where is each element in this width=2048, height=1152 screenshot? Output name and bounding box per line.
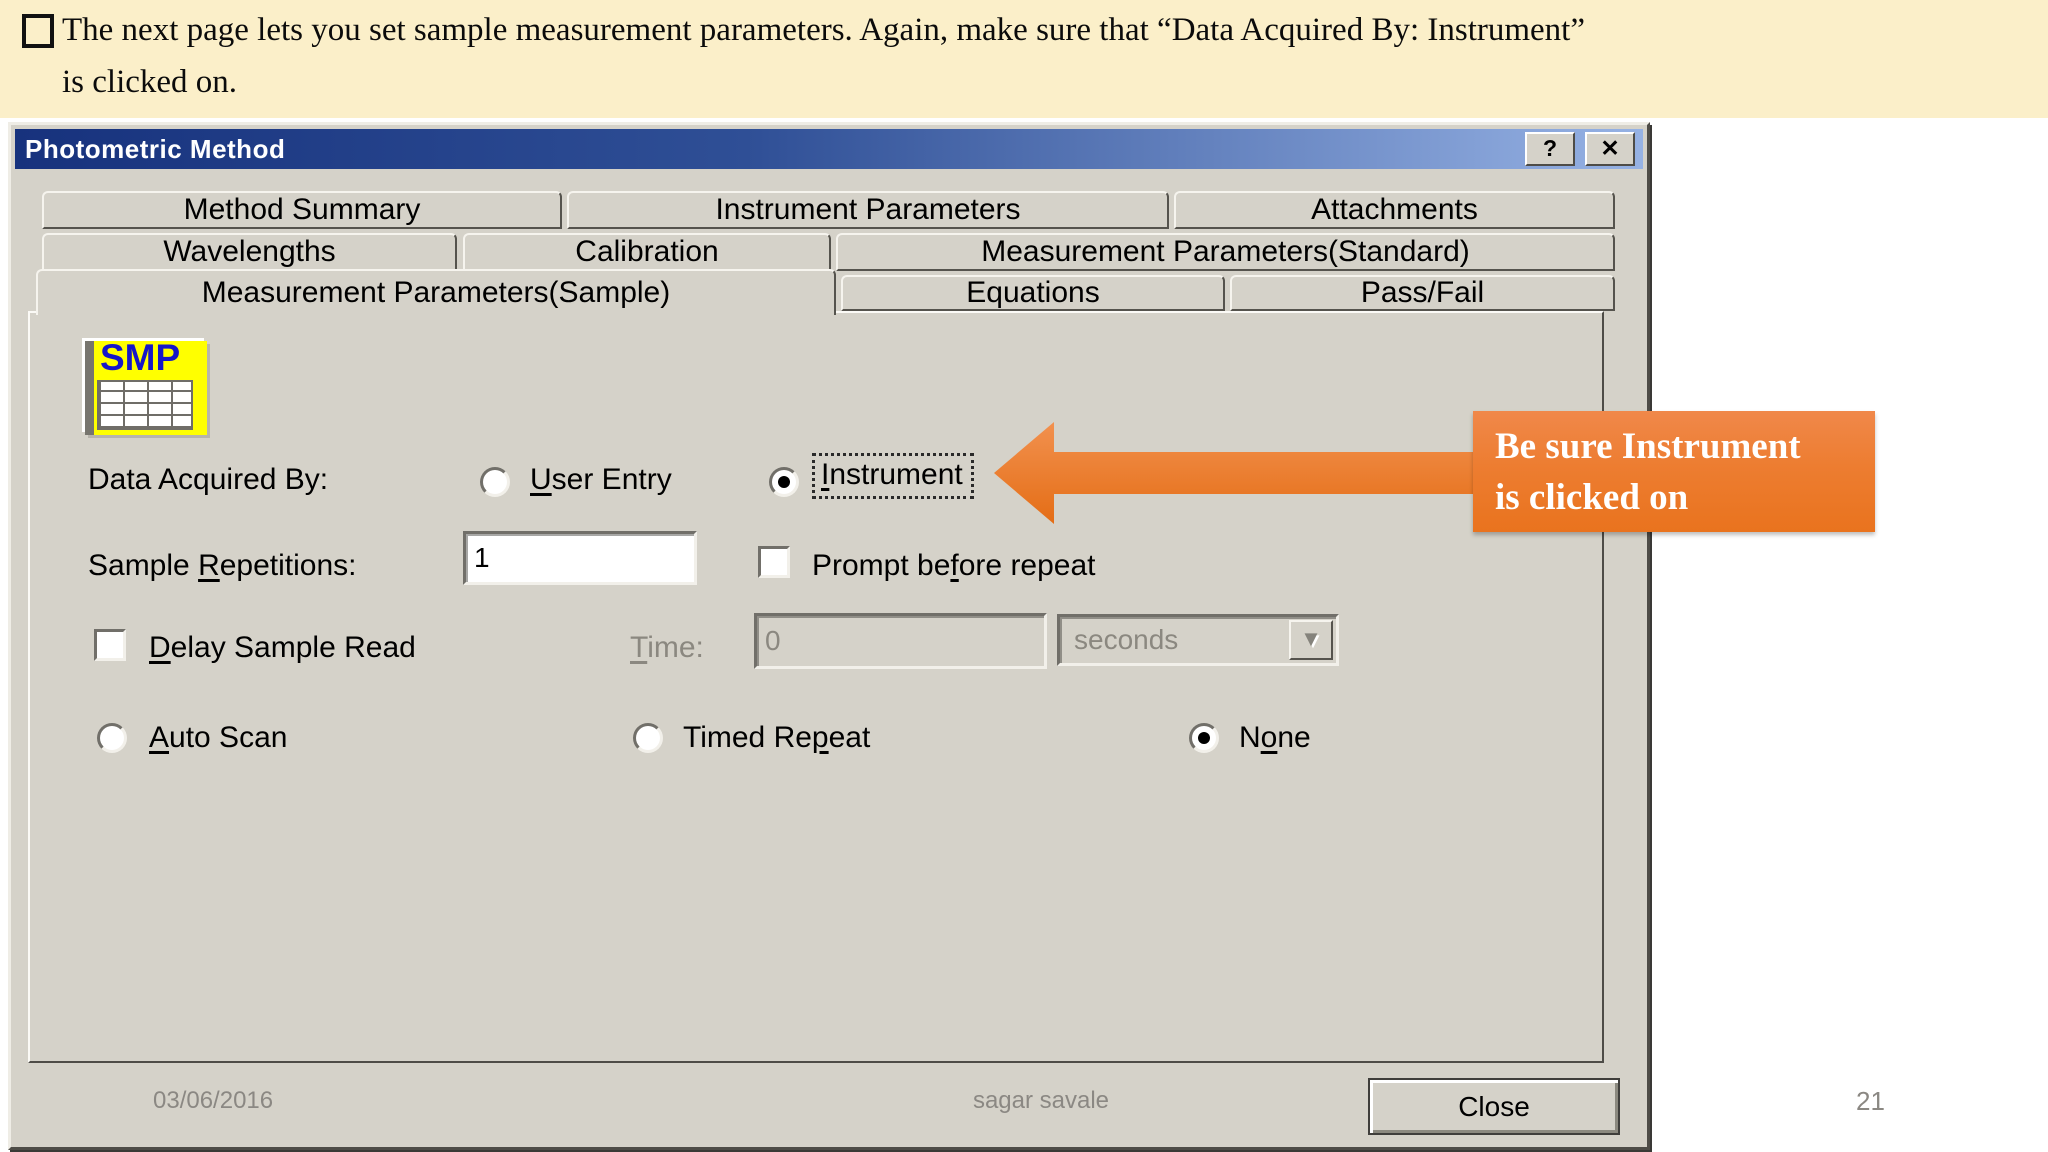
instrument-radio[interactable]: [769, 467, 799, 497]
radio-dot: [1198, 732, 1210, 744]
banner-text-line1: The next page lets you set sample measur…: [62, 12, 1585, 48]
callout-arrow-icon: [994, 422, 1482, 524]
tab-instrument-parameters[interactable]: Instrument Parameters: [567, 191, 1169, 229]
tab-calibration[interactable]: Calibration: [463, 233, 831, 271]
smp-icon-grid: [97, 380, 193, 430]
dropdown-arrow-button[interactable]: ▼: [1289, 620, 1333, 660]
instruction-banner: The next page lets you set sample measur…: [0, 0, 2048, 118]
time-input[interactable]: [754, 613, 1047, 669]
smp-table-icon: SMP: [85, 337, 207, 435]
none-label: None: [1239, 721, 1311, 754]
dialog-titlebar: Photometric Method ? ✕: [15, 129, 1643, 169]
smp-icon-edge: [85, 341, 94, 435]
time-unit-value: seconds: [1074, 624, 1179, 655]
callout-box: Be sure Instrument is clicked on: [1473, 411, 1875, 532]
footer-date: 03/06/2016: [153, 1087, 274, 1114]
sample-repetitions-input[interactable]: [463, 531, 697, 585]
smp-icon-label: SMP: [100, 337, 181, 378]
footer-author: sagar savale: [972, 1087, 1110, 1114]
user-entry-label: User Entry: [530, 463, 672, 496]
prompt-before-repeat-checkbox[interactable]: [758, 546, 790, 578]
instrument-label-focus[interactable]: Instrument: [812, 453, 974, 499]
banner-text-line2: is clicked on.: [62, 64, 238, 100]
user-entry-radio[interactable]: [480, 467, 510, 497]
prompt-before-repeat-label: Prompt before repeat: [812, 549, 1096, 582]
tab-measurement-parameters-standard[interactable]: Measurement Parameters(Standard): [836, 233, 1615, 271]
auto-scan-radio[interactable]: [97, 723, 127, 753]
auto-scan-label: Auto Scan: [149, 721, 288, 754]
tab-measurement-parameters-sample[interactable]: Measurement Parameters(Sample): [36, 269, 836, 315]
tab-attachments[interactable]: Attachments: [1174, 191, 1615, 229]
radio-dot: [778, 476, 790, 488]
dialog-title: Photometric Method: [25, 134, 286, 164]
delay-sample-read-label: Delay Sample Read: [149, 631, 416, 664]
sample-repetitions-label: Sample Repetitions:: [88, 549, 357, 582]
data-acquired-by-label: Data Acquired By:: [88, 463, 329, 496]
time-unit-dropdown[interactable]: seconds ▼: [1057, 614, 1339, 666]
tab-equations[interactable]: Equations: [841, 275, 1225, 311]
slide-page-number: 21: [1856, 1086, 1885, 1116]
close-button[interactable]: Close: [1368, 1078, 1620, 1135]
bullet-square-icon: [22, 14, 54, 48]
time-label: Time:: [630, 631, 704, 664]
tab-method-summary[interactable]: Method Summary: [42, 191, 562, 229]
chevron-down-icon: ▼: [1300, 625, 1322, 651]
timed-repeat-radio[interactable]: [633, 723, 663, 753]
photometric-method-dialog: Photometric Method ? ✕ Method Summary In…: [8, 122, 1650, 1150]
none-radio[interactable]: [1189, 723, 1219, 753]
tab-pass-fail[interactable]: Pass/Fail: [1230, 275, 1615, 311]
close-x-icon[interactable]: ✕: [1585, 132, 1635, 166]
timed-repeat-label: Timed Repeat: [683, 721, 871, 754]
callout-line2: is clicked on: [1495, 477, 1689, 518]
callout-line1: Be sure Instrument: [1495, 426, 1801, 467]
help-button[interactable]: ?: [1525, 132, 1575, 166]
delay-sample-read-checkbox[interactable]: [94, 629, 126, 661]
tab-wavelengths[interactable]: Wavelengths: [42, 233, 457, 271]
